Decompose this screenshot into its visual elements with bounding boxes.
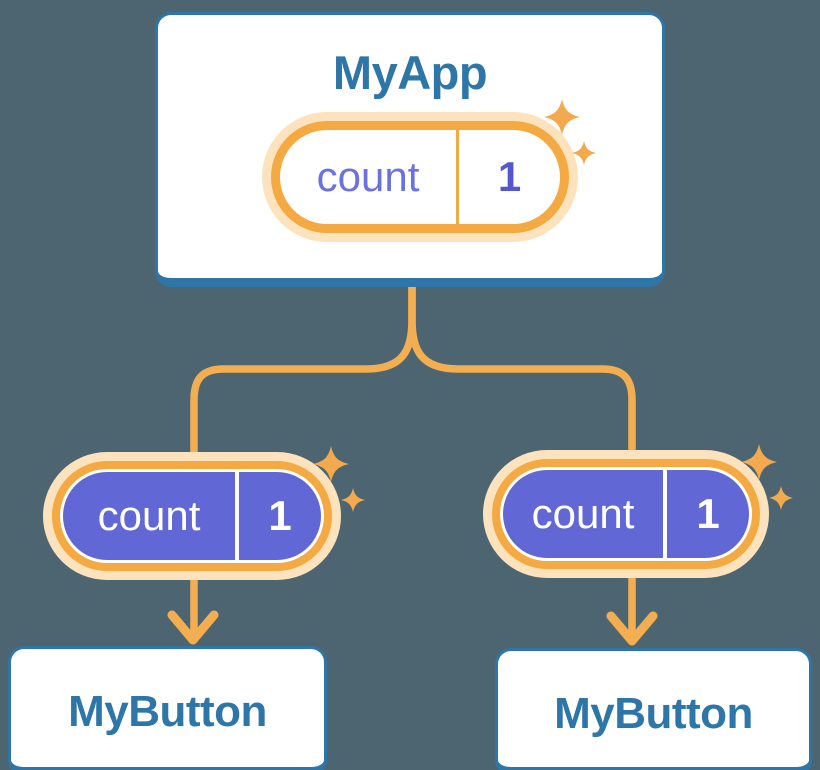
pill-label: count — [503, 470, 663, 558]
component-title: MyButton — [554, 689, 753, 738]
pill-label: count — [63, 472, 235, 560]
pill-divider — [456, 130, 459, 224]
component-title: MyButton — [68, 687, 267, 736]
pill-ring: count 1 — [492, 459, 760, 569]
pill-divider — [663, 470, 667, 558]
props-pill-left: count 1 — [43, 446, 365, 580]
pill-ring: count 1 — [271, 121, 569, 233]
pill-value: 1 — [239, 472, 321, 560]
pill-ring: count 1 — [52, 461, 332, 571]
component-card-mybutton-right: MyButton — [495, 648, 812, 770]
arrow-down-icon-right — [606, 611, 658, 646]
branch-line-right — [408, 279, 636, 637]
arrow-down-icon-left — [167, 610, 219, 645]
pill-label: count — [316, 153, 420, 200]
component-card-mybutton-left: MyButton — [8, 646, 327, 770]
pill-divider — [235, 472, 239, 560]
pill-value: 1 — [667, 470, 749, 558]
component-title: MyApp — [332, 46, 488, 99]
pill-value: 1 — [497, 153, 522, 200]
props-pill-right: count 1 — [483, 444, 793, 578]
state-pill: count 1 — [262, 99, 596, 242]
